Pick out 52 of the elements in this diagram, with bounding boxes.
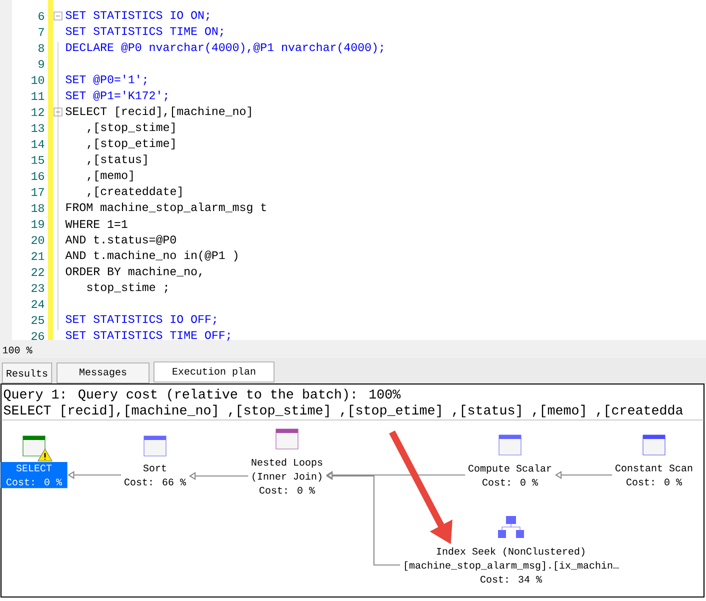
code-line: SET STATISTICS TIME ON;	[66, 27, 223, 37]
line-number: 15	[32, 156, 44, 164]
code-line: SET STATISTICS TIME OFF;	[66, 331, 230, 341]
line-number: 14	[32, 140, 44, 148]
line-number: 25	[32, 316, 44, 324]
code-line: ,[createddate]	[88, 186, 182, 198]
tab: Results	[2, 362, 52, 384]
code-line: ,[memo]	[88, 170, 133, 182]
code-line: SELECT [recid],[machine_no]	[66, 106, 251, 118]
code-line: ORDER BY machine_no,	[66, 266, 202, 278]
code-line: AND t.machine_no in(@P1 )	[65, 250, 238, 262]
zoom-level: 100 %	[3, 346, 32, 354]
operator-label: Compute Scalar Cost: 0 %	[465, 462, 555, 488]
line-number: 22	[32, 268, 44, 276]
operator-label: Nested Loops (Inner Join) Cost: 0 %	[248, 456, 326, 496]
line-number: 8	[38, 44, 44, 52]
line-number: 9	[38, 60, 44, 68]
code-line: SET @P0='1';	[66, 74, 146, 86]
operator-label: Sort Cost: 66 %	[121, 462, 189, 488]
line-number: 23	[32, 284, 44, 292]
selected-operator: SELECT Cost: 0 %	[0, 462, 68, 488]
code-line: AND t.status=@P0	[65, 235, 176, 246]
query-text: SELECT [recid],[machine_no] ,[stop_stime] ,[stop_etime] ,[status] ,[memo] ,[createdda	[4, 404, 683, 418]
line-number: 13	[32, 124, 44, 132]
line-number: 17	[32, 188, 44, 196]
line-number: 26	[32, 332, 44, 340]
query-text: Query 1: Query cost (relative to the batch): 100%	[4, 388, 401, 402]
line-number: 6	[38, 12, 44, 20]
line-number: 7	[38, 28, 44, 36]
tab: Messages	[56, 362, 150, 384]
line-number: 12	[32, 108, 44, 116]
operator-label: Constant Scan Cost: 0 %	[612, 462, 696, 488]
code-line: stop_stime ;	[87, 282, 168, 294]
code-line: DECLARE @P0 nvarchar(4000),@P1 nvarchar(4000);	[66, 42, 383, 54]
code-line: ,[stop_etime]	[88, 138, 174, 150]
code-line: WHERE 1=1	[65, 220, 128, 228]
line-number: 19	[32, 220, 44, 228]
code-line: ,[stop_stime]	[88, 122, 174, 134]
operator-label: Index Seek (NonClustered) [machine_stop_alarm_msg].[ix_machin… Cost: 34 %	[400, 544, 622, 586]
code-line: SET @P1='K172';	[66, 90, 168, 102]
line-number: 18	[32, 204, 44, 212]
line-number: 16	[32, 172, 44, 180]
code-line: SET STATISTICS IO OFF;	[66, 315, 216, 325]
code-line: ,[status]	[88, 154, 147, 166]
line-number: 11	[32, 92, 44, 100]
code-line: SET STATISTICS IO ON;	[66, 11, 209, 21]
line-number: 10	[32, 76, 44, 84]
line-number: 21	[32, 252, 44, 260]
line-number: 20	[32, 236, 44, 244]
code-line: FROM machine_stop_alarm_msg t	[66, 202, 266, 214]
line-number: 24	[32, 300, 44, 308]
tab: Execution plan	[154, 362, 274, 382]
